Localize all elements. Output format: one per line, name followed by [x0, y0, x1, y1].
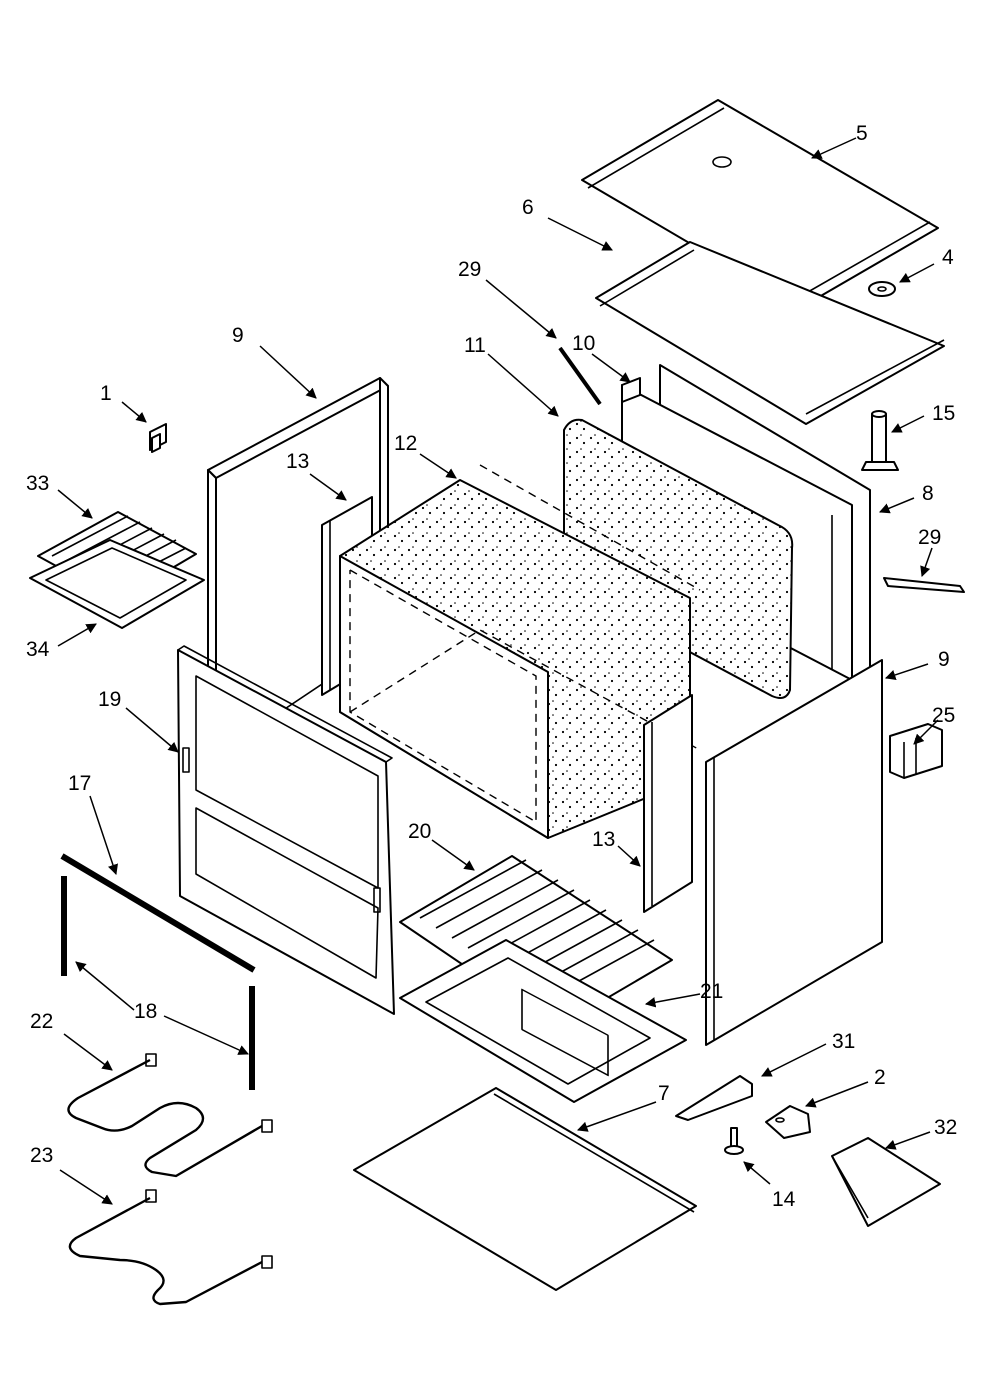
callout-18: 18: [134, 1000, 157, 1023]
callout-20: 20: [408, 820, 431, 843]
callout-12: 12: [394, 432, 417, 455]
callout-23: 23: [30, 1144, 53, 1167]
callout-32: 32: [934, 1116, 957, 1139]
callout-5: 5: [856, 122, 868, 145]
clip-part-25: [889, 723, 943, 779]
callout-13-left: 13: [286, 450, 309, 473]
callout-15: 15: [932, 402, 955, 425]
callout-7: 7: [658, 1082, 670, 1105]
callout-31: 31: [832, 1030, 855, 1053]
leader-lines: [57, 137, 939, 1205]
callout-14: 14: [772, 1188, 796, 1211]
callout-17: 17: [68, 772, 91, 795]
broil-pan-part-34: [29, 539, 205, 629]
bracket-part-31: [675, 1075, 753, 1121]
bake-element-part-22: [67, 1053, 273, 1178]
gasket-part-18: [61, 876, 255, 1090]
right-side-panel-part-9: [705, 659, 883, 1046]
vent-tube-part-15: [861, 410, 899, 471]
clip-part-1: [149, 423, 167, 453]
callout-labels: 5 6 4 29 10 11 9 1 15 13 12 33 8 29 34 9…: [26, 122, 957, 1211]
leveling-leg-part-14: [724, 1127, 744, 1155]
bottom-panel-part-7: [353, 1087, 697, 1291]
callout-13-right: 13: [592, 828, 615, 851]
callout-21: 21: [700, 980, 723, 1003]
callout-1: 1: [100, 382, 112, 405]
strip-part-29-right: [883, 577, 965, 593]
bracket-part-32: [831, 1137, 941, 1227]
callout-4: 4: [942, 246, 954, 269]
callout-8: 8: [922, 482, 934, 505]
callout-29-top: 29: [458, 258, 481, 281]
callout-2: 2: [874, 1066, 886, 1089]
callout-22: 22: [30, 1010, 53, 1033]
callout-10: 10: [572, 332, 595, 355]
callout-6: 6: [522, 196, 534, 219]
front-frame-part-19: [177, 645, 395, 1015]
callout-9-left: 9: [232, 324, 244, 347]
broil-element-part-23: [68, 1189, 273, 1306]
rod-part-29-top: [558, 346, 602, 406]
right-channel-part-13: [643, 694, 693, 913]
gasket-part-17: [60, 853, 256, 973]
bracket-part-4: [868, 281, 896, 297]
callout-25: 25: [932, 704, 955, 727]
callout-9-right: 9: [938, 648, 950, 671]
callout-19: 19: [98, 688, 121, 711]
bottom-tray-part-21: [399, 939, 687, 1103]
oven-insulation-part-12: [339, 464, 701, 839]
callout-34: 34: [26, 638, 50, 661]
callout-33: 33: [26, 472, 49, 495]
callout-29-right: 29: [918, 526, 941, 549]
bracket-part-2: [765, 1105, 811, 1139]
inner-top-panel-part-6: [595, 241, 945, 425]
callout-11: 11: [464, 334, 486, 357]
